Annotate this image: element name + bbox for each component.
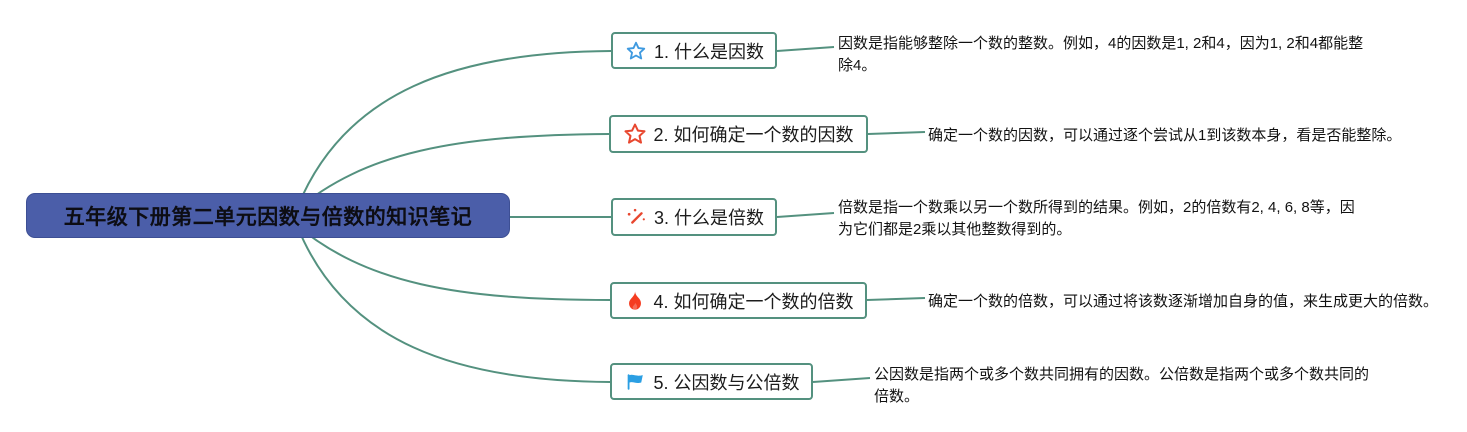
edge-root-to-branch-1 <box>297 50 612 207</box>
edge-branch-3-to-note <box>776 212 835 218</box>
branch-node-label: 1. 什么是因数 <box>653 41 764 62</box>
edge-branch-4-to-note <box>866 297 926 301</box>
branch-node-what-is-multiple[interactable]: 3. 什么是倍数 <box>611 198 777 236</box>
branch-node-common-factors-multiples[interactable]: 5. 公因数与公倍数 <box>610 363 813 400</box>
red-star-icon <box>623 122 647 146</box>
branch-node-label: 2. 如何确定一个数的因数 <box>653 125 854 145</box>
edge-root-to-branch-4 <box>294 223 611 301</box>
note-how-to-find-multiples: 确定一个数的倍数，可以通过将该数逐渐增加自身的值，来生成更大的倍数。 <box>928 293 1439 310</box>
edge-branch-5-to-note <box>812 377 871 383</box>
edge-root-to-branch-5 <box>297 227 611 383</box>
note-common-factors-multiples: 公因数是指两个或多个数共同拥有的因数。公倍数是指两个或多个数共同的倍数。 <box>874 366 1370 405</box>
flag-icon <box>623 370 647 394</box>
edge-branch-2-to-note <box>867 131 926 135</box>
flame-icon <box>623 289 647 313</box>
branch-node-label: 5. 公因数与公倍数 <box>653 372 800 393</box>
edge-root-to-branch-2 <box>294 133 610 212</box>
root-node[interactable]: 五年级下册第二单元因数与倍数的知识笔记 <box>26 193 510 238</box>
edge-branch-1-to-note <box>776 46 835 52</box>
note-how-to-find-factors: 确定一个数的因数，可以通过逐个尝试从1到该数本身，看是否能整除。 <box>928 127 1402 144</box>
note-what-is-multiple: 倍数是指一个数乘以另一个数所得到的结果。例如，2的倍数有2, 4, 6, 8等，… <box>838 199 1355 238</box>
note-what-is-factor: 因数是指能够整除一个数的整数。例如，4的因数是1, 2和4，因为1, 2和4都能… <box>838 35 1364 74</box>
branch-node-how-to-find-multiples[interactable]: 4. 如何确定一个数的倍数 <box>610 282 867 319</box>
branch-node-label: 4. 如何确定一个数的倍数 <box>653 291 854 312</box>
root-node-label: 五年级下册第二单元因数与倍数的知识笔记 <box>63 205 473 229</box>
branch-node-label: 3. 什么是倍数 <box>653 208 764 228</box>
branch-node-what-is-factor[interactable]: 1. 什么是因数 <box>611 32 777 69</box>
magic-wand-icon <box>624 205 648 229</box>
blue-star-icon <box>624 39 648 63</box>
branch-node-how-to-find-factors[interactable]: 2. 如何确定一个数的因数 <box>609 115 868 153</box>
